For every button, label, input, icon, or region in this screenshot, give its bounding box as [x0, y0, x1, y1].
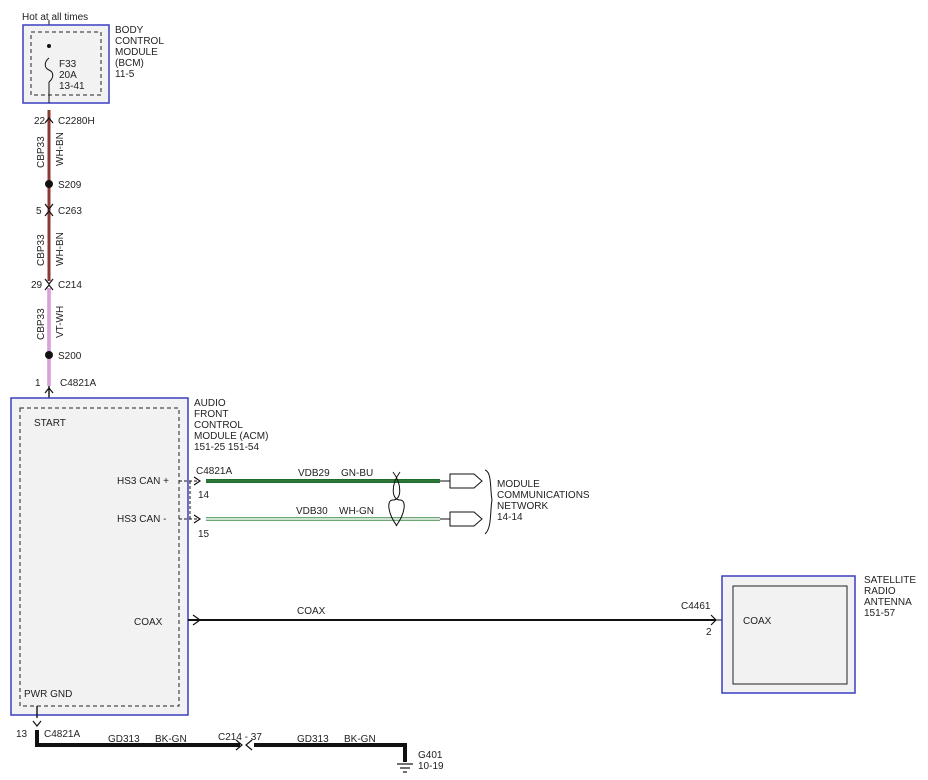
can-minus-circuit: VDB30	[296, 506, 328, 517]
connector-pin: 1	[35, 378, 41, 389]
network-label-line: MODULE	[497, 479, 540, 490]
connector-body	[449, 511, 483, 527]
acm-title-line: AUDIO	[194, 398, 226, 409]
ground-circuit: GD313	[297, 734, 329, 745]
ground-color: BK-GN	[155, 734, 187, 745]
acm-coax-label: COAX	[134, 617, 163, 628]
connector-body	[449, 473, 483, 489]
splice-s209	[45, 180, 53, 188]
antenna-title-line: ANTENNA	[864, 597, 912, 608]
can-plus-color: GN-BU	[341, 468, 373, 479]
can-plus-pin: 14	[198, 490, 210, 501]
ground-inline-connector: C214 - 37	[218, 732, 262, 743]
connector-name: C263	[58, 206, 82, 217]
acm-module	[10, 397, 189, 716]
splice-s200	[45, 351, 53, 359]
network-label-line: 14-14	[497, 512, 523, 523]
segment-circuit: CBP33	[36, 234, 47, 266]
network-brace	[484, 469, 493, 535]
antenna-title-line: 151-57	[864, 608, 896, 619]
can-minus-color: WH-GN	[339, 506, 374, 517]
segment-color: VT-WH	[55, 306, 66, 338]
connector-pin: 29	[31, 280, 43, 291]
acm-start-label: START	[34, 418, 66, 429]
fuse-number: F33	[59, 59, 77, 70]
connector-name: C2280H	[58, 116, 95, 127]
acm-title-line: MODULE (ACM)	[194, 431, 268, 442]
ground-name: G401	[418, 750, 443, 761]
connector-name: C4821A	[60, 378, 96, 389]
coax-wire-label: COAX	[297, 606, 326, 617]
bcm-title-line: CONTROL	[115, 36, 164, 47]
connector-pin: 5	[36, 206, 42, 217]
bcm-title-line: (BCM)	[115, 58, 144, 69]
fuse-reference: 13-41	[59, 81, 85, 92]
hs3-can-minus-label: HS3 CAN -	[117, 514, 166, 525]
coax-connector-label: C4461	[681, 601, 711, 612]
connector-pin: 22	[34, 116, 46, 127]
bcm-module: F33 20A 13-41	[22, 24, 110, 104]
satellite-antenna-module	[721, 575, 856, 694]
hs3-can-plus-label: HS3 CAN +	[117, 476, 169, 487]
antenna-title-line: SATELLITE	[864, 575, 916, 586]
can-plus-circuit: VDB29	[298, 468, 330, 479]
acm-title-line: 151-25 151-54	[194, 442, 259, 453]
segment-circuit: CBP33	[36, 308, 47, 340]
network-label-line: COMMUNICATIONS	[497, 490, 590, 501]
can-bus	[179, 469, 493, 535]
bcm-title-line: 11-5	[115, 69, 135, 80]
antenna-coax-label: COAX	[743, 616, 772, 627]
coax-wire	[188, 614, 733, 626]
ground-circuit: GD313	[108, 734, 140, 745]
segment-color: WH-BN	[55, 132, 66, 166]
fuse-rating: 20A	[59, 70, 77, 81]
can-connector-label: C4821A	[196, 466, 232, 477]
ground-ref: 10-19	[418, 761, 444, 772]
acm-pwr-gnd-label: PWR GND	[24, 689, 72, 700]
ground-color: BK-GN	[344, 734, 376, 745]
acm-title-line: FRONT	[194, 409, 228, 420]
splice-label: S200	[58, 351, 82, 362]
bcm-title-line: BODY	[115, 25, 144, 36]
ground-pin: 13	[16, 729, 28, 740]
segment-circuit: CBP33	[36, 136, 47, 168]
acm-title-line: CONTROL	[194, 420, 243, 431]
splice-label: S209	[58, 180, 82, 191]
antenna-title-line: RADIO	[864, 586, 896, 597]
feed-wire	[44, 20, 54, 398]
ground-connector: C4821A	[44, 729, 80, 740]
segment-color: WH-BN	[55, 232, 66, 266]
hot-at-all-times-label: Hot at all times	[22, 12, 88, 23]
coax-pin-label: 2	[706, 627, 712, 638]
ground-wire	[32, 706, 413, 773]
connector-name: C214	[58, 280, 82, 291]
can-minus-pin: 15	[198, 529, 210, 540]
network-label-line: NETWORK	[497, 501, 548, 512]
bcm-title-line: MODULE	[115, 47, 158, 58]
